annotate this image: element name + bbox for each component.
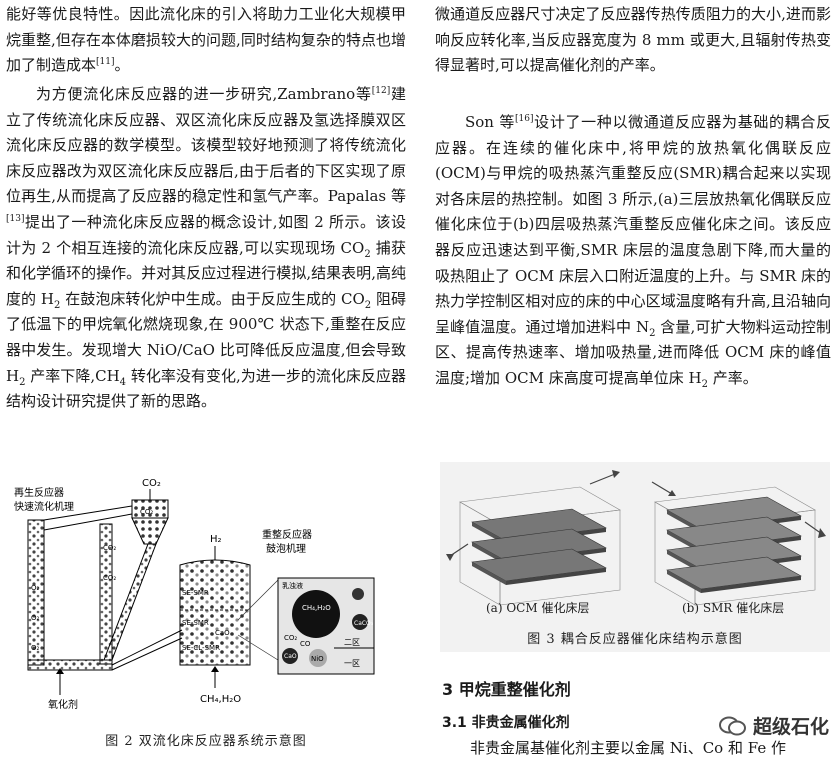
text: 设计了一种以微通道反应器为基础的耦合反应器。在连续的催化床中,将甲烷的放热氧化偶… [435, 113, 831, 336]
wechat-logo-icon [718, 716, 746, 735]
label-o2-b: O₂ [31, 614, 40, 622]
subscript: 4 [119, 376, 127, 388]
label-co2-riser: CO₂ [103, 544, 116, 552]
section-body: 非贵金属基催化剂主要以金属 Ni、Co 和 Fe 作 [470, 739, 786, 757]
label-regen-2: 快速流化机理 [14, 500, 74, 513]
label-emulsion: 乳浊液 [282, 581, 303, 590]
bottom-link [27, 659, 113, 671]
watermark-text: 超级石化 [752, 716, 829, 738]
figure-2-diagram: CO₂ 再生反应器 快速流化机理 CO₂ CO₂ CO₂ O₂ O₂ O₂ 氧化… [14, 478, 375, 711]
label-feed: CH₄,H₂O [200, 694, 241, 705]
label-nio: NiO [311, 655, 324, 663]
label-reform: 重整反应器 [262, 528, 312, 541]
subscript: 2 [364, 299, 372, 311]
subscript: 2 [364, 248, 371, 260]
figure-3-subcaption-b: (b) SMR 催化床层 [682, 601, 785, 615]
citation: [11] [96, 57, 115, 68]
subscript: 2 [701, 378, 708, 390]
citation: [16] [515, 114, 534, 124]
text: 建立了传统流化床反应器、双区流化床反应器及氢选择膜双区流化床反应器的数学模型。该… [6, 85, 406, 206]
text: 在鼓泡床转化炉中生成。由于反应生成的 CO [60, 289, 365, 308]
text: 提出了一种流化床反应器的概念设计,如图 2 所示。该设计为 2 个相互连接的流化… [6, 212, 406, 257]
label-se-smr-2: SE-SMR [182, 619, 209, 627]
cyclone-cone [131, 517, 169, 545]
text: 阻碍了低温下的甲烷氧化燃烧现象,在 900℃ 状态下,重整在反应器中发生。发现增… [6, 289, 406, 385]
label-co2-top: CO₂ [142, 478, 161, 489]
section-heading-3-1: 3.1 非贵金属催化剂 [442, 715, 570, 731]
left-paragraph-2: 为方便流化床反应器的进一步研究,Zambrano等[12]建立了传统流化床反应器… [6, 82, 406, 415]
text: 。 [114, 56, 130, 75]
label-ch4h2o-inset: CH₄,H₂O [302, 604, 331, 612]
reformer-vessel [179, 559, 251, 666]
subscript: 2 [649, 327, 656, 339]
label-co2-riser2: CO₂ [103, 574, 116, 582]
watermark: 超级石化 [718, 712, 829, 739]
text: 产率下降,CH [25, 366, 120, 385]
text: 为方便流化床反应器的进一步研究,Zambrano等 [36, 85, 372, 103]
text: Son 等 [465, 113, 516, 131]
figure-2-caption: 图 2 双流化床反应器系统示意图 [105, 734, 307, 749]
label-regen: 再生反应器 [14, 486, 64, 499]
text: 产率。 [707, 368, 758, 387]
label-o2-a: O₂ [31, 584, 40, 592]
label-zone-2: 二区 [344, 638, 360, 647]
right-paragraph-2: Son 等[16]设计了一种以微通道反应器为基础的耦合反应器。在连续的催化床中,… [435, 110, 831, 392]
subscript: 2 [19, 376, 26, 388]
label-co2-inset: CO₂ [284, 634, 297, 642]
label-cao-vessel: CaO [215, 629, 230, 637]
smr-bed-group [651, 481, 826, 606]
figure-3-caption: 图 3 耦合反应器催化床结构示意图 [527, 632, 743, 647]
label-zone-1: 一区 [344, 659, 360, 668]
text: 转化率没有变化,为进一步的流化床反应器结构设计研究提供了新的思路。 [6, 366, 406, 411]
citation: [13] [6, 213, 25, 224]
section-heading-3: 3 甲烷重整催化剂 [442, 680, 571, 699]
text: 含量,可扩大物料运动控制区、提高传热速率、增加吸热量,进而降低 OCM 床的峰值… [435, 317, 831, 387]
figure-3-subcaption-a: (a) OCM 催化床层 [486, 601, 590, 615]
label-se-cl-smr: SE-CL-SMR [182, 644, 220, 652]
label-h2: H₂ [210, 534, 222, 545]
subscript: 2 [54, 299, 61, 311]
citation: [12] [371, 86, 391, 96]
text: 捕获和化学循环的操作。并对其反应过程进行模拟,结果表明,高纯度的 H [6, 238, 406, 308]
inset-bubble [292, 590, 340, 638]
ocm-bed-group [446, 470, 621, 606]
label-o2-c: O₂ [31, 644, 40, 652]
label-co2-cyclone: CO₂ [140, 508, 153, 516]
figure-3-diagram [446, 470, 826, 606]
label-se-smr-1: SE-SMR [182, 589, 209, 597]
label-caco3: CaCO₃ [354, 620, 374, 627]
text: 微通道反应器尺寸决定了反应器传热传质阻力的大小,进而影响反应转化率,当反应器宽度… [435, 5, 831, 75]
text: 能好等优良特性。因此流化床的引入将助力工业化大规模甲烷重整,但存在本体磨损较大的… [6, 5, 406, 75]
label-co-inset: CO [300, 640, 311, 648]
label-cao: CaO [284, 653, 297, 660]
label-reform-2: 鼓泡机理 [266, 542, 306, 555]
right-paragraph-1: 微通道反应器尺寸决定了反应器传热传质阻力的大小,进而影响反应转化率,当反应器宽度… [435, 2, 831, 79]
label-oxidant: 氧化剂 [48, 698, 78, 711]
left-paragraph-1: 能好等优良特性。因此流化床的引入将助力工业化大规模甲烷重整,但存在本体磨损较大的… [6, 2, 406, 79]
